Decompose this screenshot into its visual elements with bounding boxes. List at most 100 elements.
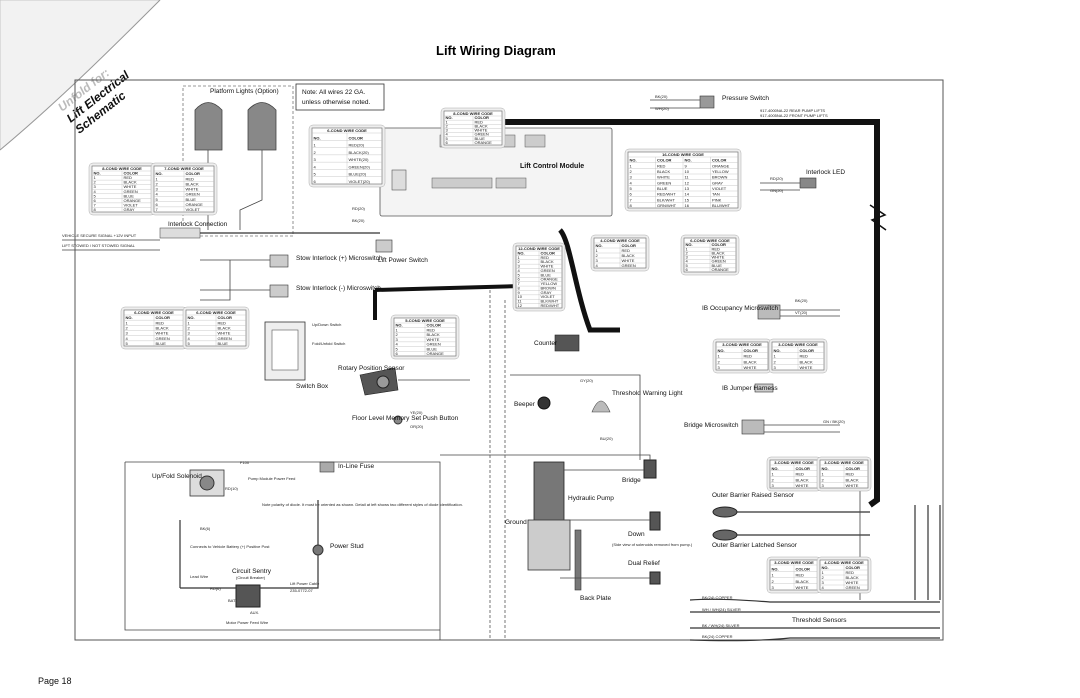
stow-plus-label: Stow Interlock (+) Microswitch [296, 255, 383, 262]
floor-level-label: Floor Level Memory Set Push Button [352, 415, 459, 422]
note-box: Note: All wires 22 GA. unless otherwise … [295, 83, 385, 111]
wire-table-cell: BLU/WHT [712, 203, 731, 208]
wire-table-cell: GRAY [712, 180, 723, 185]
stow-minus-label: Stow Interlock (-) Microswitch [296, 285, 381, 292]
wire-table-title: 6-COND WIRE CODE [134, 310, 174, 315]
beeper: Beeper [514, 396, 551, 410]
hydraulic-pump-label: Hydraulic Pump [568, 495, 614, 502]
wire-table-cell: BLUE [124, 193, 135, 198]
wire-table-cell: 8 [630, 203, 633, 208]
wire-table-cell: 1 [686, 246, 689, 251]
wire-table-cell: 6 [518, 277, 521, 282]
wire-table-cell: BLACK [541, 259, 554, 264]
wire-table-cell: 1 [822, 570, 825, 575]
wire-table-cell: 1 [314, 143, 317, 148]
wire-table-cell: RED [846, 472, 855, 477]
wire-table-cell: RED [475, 119, 484, 124]
wire-table-cell: 2 [94, 180, 97, 185]
wire-label-wh20: WH(20) [655, 106, 669, 111]
wire-table-cell: BLACK [218, 326, 231, 331]
wire-table-cell: BLACK [796, 477, 809, 482]
wire-table-cell: BLACK [800, 359, 813, 364]
stowed-signal: LIFT STOWED / NOT STOWED SIGNAL [62, 243, 136, 248]
wire-table-header: COLOR [712, 158, 727, 163]
wire-table-cell: 2 [518, 259, 521, 264]
dual-relief: Dual Relief [628, 560, 661, 585]
wire-table-title: 6-COND WIRE CODE [327, 128, 367, 133]
wire-table-cell: 3 [822, 580, 825, 585]
wire-table-cell: 1 [774, 354, 777, 359]
wire-table-cell: 6 [156, 202, 159, 207]
wire-label-ye20: YE(20) [410, 410, 423, 415]
platform-light-right [247, 102, 277, 151]
down-label: Down [628, 531, 645, 538]
wire-table-cell: 3 [630, 175, 633, 180]
wire-table-cell: 4 [156, 192, 159, 197]
wire-table-cell: 3 [596, 258, 599, 263]
wire-table-cell: RED [796, 573, 805, 578]
wire-label-rd20: RD(20) [352, 206, 366, 211]
wire-table-cell: WHITE [541, 264, 554, 269]
wire-table-title: 4-COND WIRE CODE [600, 238, 640, 243]
threshold-warning-light: Threshold Warning Light [591, 390, 683, 413]
page-title: Lift Wiring Diagram [436, 43, 556, 58]
up-fold-solenoid: Up/Fold Solenoid [152, 469, 225, 497]
outer-raised-label: Outer Barrier Raised Sensor [712, 492, 795, 499]
unfold-corner-banner[interactable]: Unfold for: Lift Electrical Schematic [0, 0, 161, 151]
wire-label-bk20-c: BK(20) [795, 298, 808, 303]
wire-label-rd10: RD(10) [225, 486, 239, 491]
aux-label: AUX. [250, 610, 259, 615]
wire-table-cell: VIOLET [712, 186, 727, 191]
wire-table-cell: BLACK [156, 326, 169, 331]
wire-table-header: NO. [772, 466, 779, 471]
wire-table-title: 5-COND WIRE CODE [405, 318, 445, 323]
pressure-ref-2: 917-4005NA-22 FRONT PUMP LIFTS [760, 113, 828, 118]
bridge-microswitch-label: Bridge Microswitch [684, 422, 739, 429]
wire-table-cell: VIOLET [124, 202, 139, 207]
wire-table-cell: YELLOW [712, 169, 729, 174]
wire-table-cell: 2 [718, 359, 721, 364]
wire-table-header: COLOR [156, 315, 171, 320]
wire-table-header: NO. [126, 315, 133, 320]
wh-silver-1: WH / WH(24) SILVER [702, 607, 741, 612]
wire-table-cell: 2 [126, 326, 129, 331]
note-line-2: unless otherwise noted. [302, 99, 370, 106]
wire-table-cell: RED [796, 472, 805, 477]
wire-table-cell: WHITE [796, 483, 809, 488]
wire-table-cell: 7 [630, 197, 633, 202]
wire-table-cell: 1 [396, 327, 399, 332]
ib-jumper: IB Jumper Harness [722, 383, 778, 393]
wire-table-cell: WHITE [712, 255, 725, 260]
wire-table-cell: 1 [156, 176, 159, 181]
wire-table-cell: BLUE [475, 136, 486, 141]
wire-table-cell: 4 [822, 585, 825, 590]
wire-table-cell: 7 [156, 207, 159, 212]
wire-table-cell: ORANGE [712, 163, 730, 168]
main-harness [460, 119, 880, 508]
wire-table-cell: 3 [156, 187, 159, 192]
wire-table-cell: 4 [686, 259, 689, 264]
wire-table-cell: RED(20) [349, 143, 365, 148]
wire-table-cell: 6 [686, 267, 689, 272]
wire-table-cell: RED [186, 176, 195, 181]
wire-table-cell: WHITE [622, 258, 635, 263]
wire-table-cell: 3 [518, 264, 521, 269]
wire-table-cell: RED [124, 175, 133, 180]
stow-interlock-plus: Stow Interlock (+) Microswitch [269, 254, 383, 268]
wire-table-title: 6-COND WIRE CODE [196, 310, 236, 315]
wire-table-cell: BLACK [475, 123, 488, 128]
wire-table-cell: ORANGE [124, 198, 142, 203]
lead-wire-label: Lead Wire [190, 574, 209, 579]
wire-table-cell: RED [744, 354, 753, 359]
circuit-sentry: Circuit Sentry (Circuit Breaker) BAT. AU… [228, 568, 272, 615]
polarity-note: Note polarity of diode. It must be orien… [262, 502, 463, 507]
wire-table-cell: WHITE [657, 175, 670, 180]
motor-feed-label: Motor Power Feed Wire [226, 620, 269, 625]
